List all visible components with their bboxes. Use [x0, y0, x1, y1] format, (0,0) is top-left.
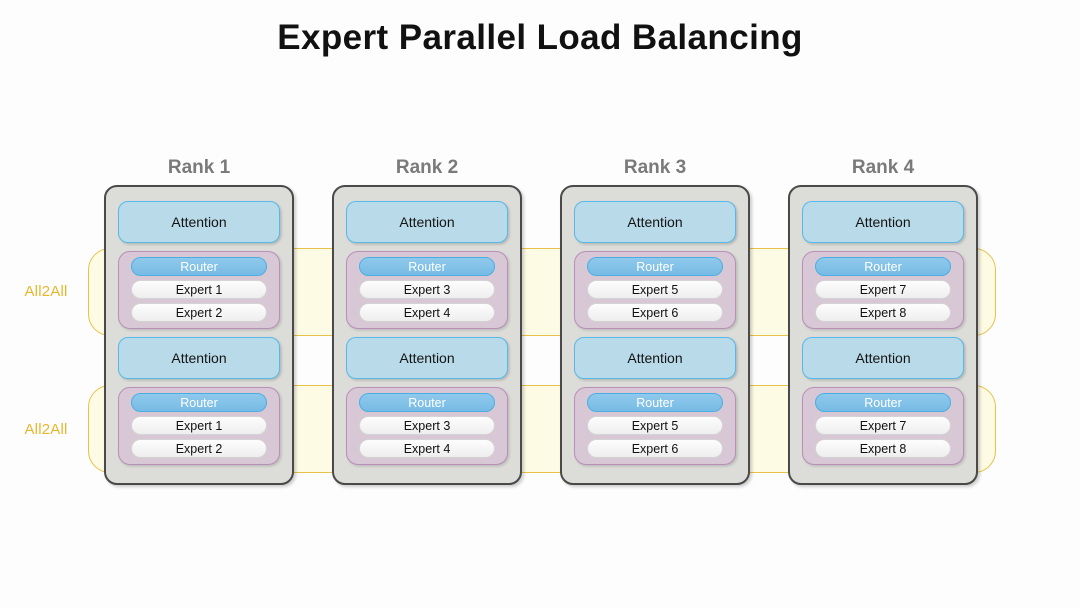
expert-block[interactable]: Expert 1 [131, 280, 267, 299]
attention-block[interactable]: Attention [118, 337, 280, 379]
rank-label-2: Rank 2 [395, 157, 459, 178]
expert-block[interactable]: Expert 2 [131, 303, 267, 322]
all2all-label-bottom: All2All [24, 421, 68, 438]
attention-block[interactable]: Attention [574, 201, 736, 243]
attention-block[interactable]: Attention [346, 201, 508, 243]
expert-block[interactable]: Expert 4 [359, 439, 495, 458]
router-block[interactable]: Router [131, 257, 267, 276]
expert-block[interactable]: Expert 3 [359, 416, 495, 435]
attention-block[interactable]: Attention [802, 201, 964, 243]
expert-block[interactable]: Expert 8 [815, 439, 951, 458]
attention-block[interactable]: Attention [574, 337, 736, 379]
router-block[interactable]: Router [587, 257, 723, 276]
expert-block[interactable]: Expert 6 [587, 303, 723, 322]
page-title: Expert Parallel Load Balancing [277, 18, 803, 57]
expert-block[interactable]: Expert 7 [815, 416, 951, 435]
attention-block[interactable]: Attention [118, 201, 280, 243]
expert-block[interactable]: Expert 3 [359, 280, 495, 299]
expert-block[interactable]: Expert 5 [587, 416, 723, 435]
router-block[interactable]: Router [131, 393, 267, 412]
router-block[interactable]: Router [359, 257, 495, 276]
expert-block[interactable]: Expert 8 [815, 303, 951, 322]
router-block[interactable]: Router [815, 257, 951, 276]
expert-block[interactable]: Expert 1 [131, 416, 267, 435]
attention-block[interactable]: Attention [802, 337, 964, 379]
rank-label-1: Rank 1 [167, 157, 231, 178]
router-block[interactable]: Router [815, 393, 951, 412]
router-block[interactable]: Router [587, 393, 723, 412]
router-block[interactable]: Router [359, 393, 495, 412]
expert-block[interactable]: Expert 2 [131, 439, 267, 458]
expert-block[interactable]: Expert 6 [587, 439, 723, 458]
expert-block[interactable]: Expert 4 [359, 303, 495, 322]
expert-block[interactable]: Expert 7 [815, 280, 951, 299]
rank-label-4: Rank 4 [851, 157, 915, 178]
rank-label-3: Rank 3 [623, 157, 687, 178]
attention-block[interactable]: Attention [346, 337, 508, 379]
expert-block[interactable]: Expert 5 [587, 280, 723, 299]
all2all-label-top: All2All [24, 283, 68, 300]
